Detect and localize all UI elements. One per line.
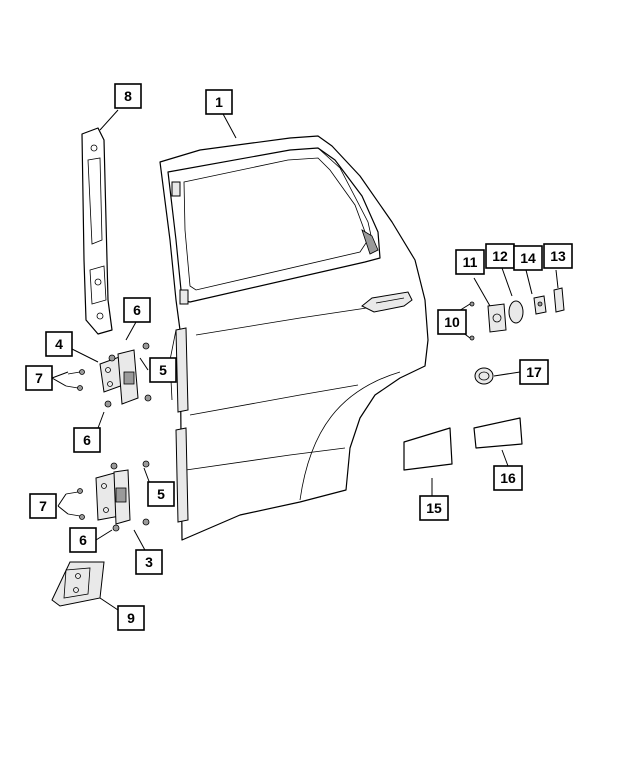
callout-5: 5	[147, 481, 175, 507]
callout-17: 17	[519, 359, 549, 385]
callout-15: 15	[419, 495, 449, 521]
callout-label: 9	[127, 610, 135, 626]
callout-label: 8	[124, 88, 132, 104]
callout-13: 13	[543, 243, 573, 269]
tape-panel	[473, 417, 523, 449]
grommet-plug	[474, 367, 494, 385]
callout-label: 7	[39, 498, 47, 514]
callout-label: 5	[159, 362, 167, 378]
callout-7: 7	[29, 493, 57, 519]
callout-6: 6	[123, 297, 151, 323]
callout-4: 4	[45, 331, 73, 357]
callout-6: 6	[73, 427, 101, 453]
callout-label: 17	[526, 364, 542, 380]
hinge-plate	[51, 561, 105, 607]
callout-label: 6	[83, 432, 91, 448]
fasteners	[65, 342, 152, 532]
latch-components	[469, 287, 565, 341]
callout-8: 8	[114, 83, 142, 109]
b-pillar-trim	[81, 127, 113, 335]
callout-3: 3	[135, 549, 163, 575]
callout-10: 10	[437, 309, 467, 335]
callout-label: 16	[500, 470, 516, 486]
lower-door-hinge	[95, 469, 131, 525]
callout-label: 7	[35, 370, 43, 386]
callout-label: 4	[55, 336, 63, 352]
callout-label: 13	[550, 248, 566, 264]
callout-label: 14	[520, 250, 536, 266]
callout-label: 11	[463, 254, 478, 270]
callout-14: 14	[513, 245, 543, 271]
callout-label: 6	[79, 532, 87, 548]
protective-film	[403, 427, 453, 471]
callout-label: 1	[215, 94, 223, 110]
callout-9: 9	[117, 605, 145, 631]
callout-label: 10	[444, 314, 460, 330]
callout-16: 16	[493, 465, 523, 491]
callout-11: 11	[455, 249, 485, 275]
upper-door-hinge	[99, 349, 139, 405]
callout-label: 5	[157, 486, 165, 502]
callout-label: 6	[133, 302, 141, 318]
callout-6: 6	[69, 527, 97, 553]
callout-7: 7	[25, 365, 53, 391]
rear-door-shell	[159, 135, 429, 541]
callout-12: 12	[485, 243, 515, 269]
callout-label: 3	[145, 554, 153, 570]
callout-label: 15	[426, 500, 442, 516]
callout-5: 5	[149, 357, 177, 383]
callout-label: 12	[492, 248, 508, 264]
callout-1: 1	[205, 89, 233, 115]
